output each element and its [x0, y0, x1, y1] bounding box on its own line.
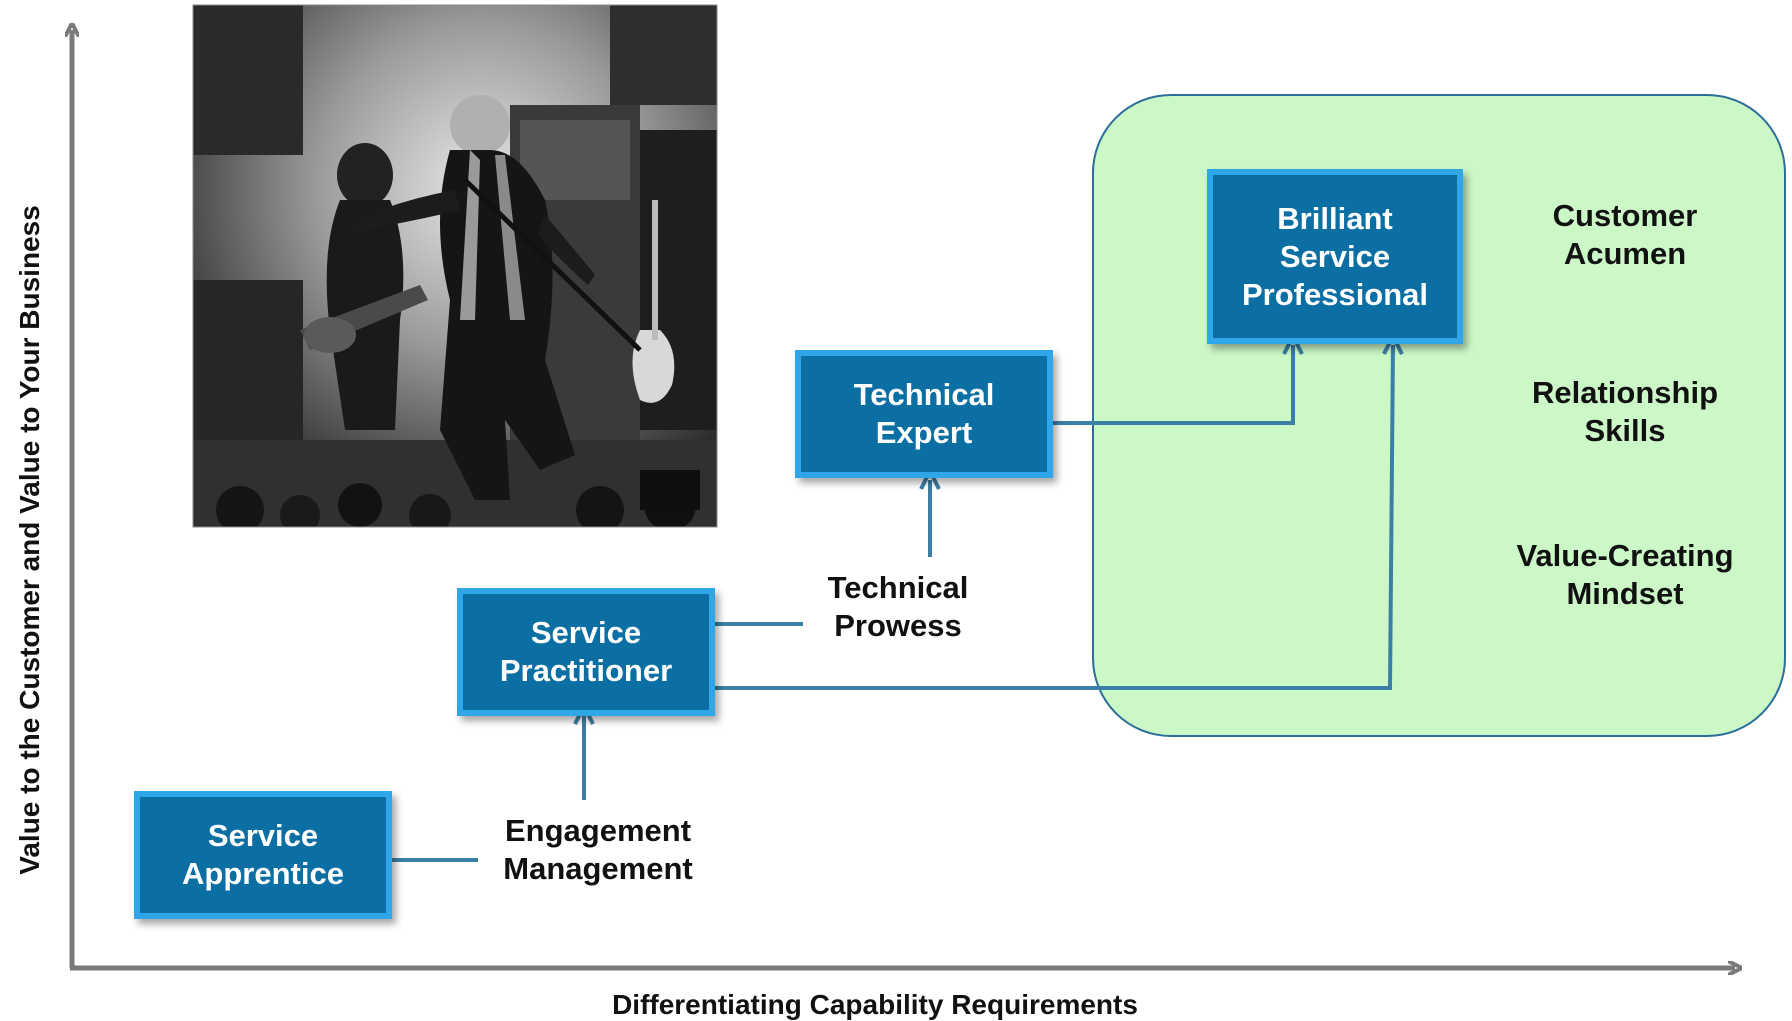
customer-acumen-label: Customer Acumen — [1515, 195, 1735, 275]
box-line: Expert — [875, 415, 973, 450]
label-line: Skills — [1584, 413, 1666, 448]
box-line: Professional — [1241, 276, 1429, 312]
label-line: Prowess — [834, 608, 962, 643]
label-line: Relationship — [1531, 375, 1718, 410]
x-axis-label: Differentiating Capability Requirements — [612, 989, 1138, 1020]
label-line: Acumen — [1563, 236, 1687, 271]
box-line: Practitioner — [499, 653, 673, 688]
box-line: Service — [1279, 238, 1391, 274]
box-line: Service — [530, 615, 642, 650]
concert-photo-icon — [192, 4, 718, 528]
value-creating-mindset-label: Value-Creating Mindset — [1490, 535, 1760, 615]
connector-expert-brilliant — [1050, 345, 1293, 425]
box-line: Service — [207, 818, 319, 853]
label-line: Technical — [827, 570, 969, 605]
service-apprentice-box: Service Apprentice — [134, 791, 392, 919]
label-line: Value-Creating — [1516, 538, 1734, 573]
service-practitioner-box: Service Practitioner — [457, 588, 715, 716]
box-line: Brilliant — [1277, 200, 1393, 236]
box-line: Technical — [853, 377, 995, 412]
label-line: Customer — [1552, 198, 1698, 233]
connector-practitioner-brilliant — [713, 345, 1393, 690]
technical-prowess-label: Technical Prowess — [803, 567, 993, 647]
engagement-management-label: Engagement Management — [478, 810, 718, 890]
label-line: Management — [503, 851, 693, 886]
relationship-skills-label: Relationship Skills — [1500, 372, 1750, 452]
label-line: Engagement — [504, 813, 692, 848]
brilliant-service-professional-box: Brilliant Service Professional — [1207, 169, 1463, 344]
technical-expert-box: Technical Expert — [795, 350, 1053, 478]
label-line: Mindset — [1566, 576, 1684, 611]
box-line: Apprentice — [182, 856, 344, 891]
y-axis-label: Value to the Customer and Value to Your … — [14, 205, 45, 875]
